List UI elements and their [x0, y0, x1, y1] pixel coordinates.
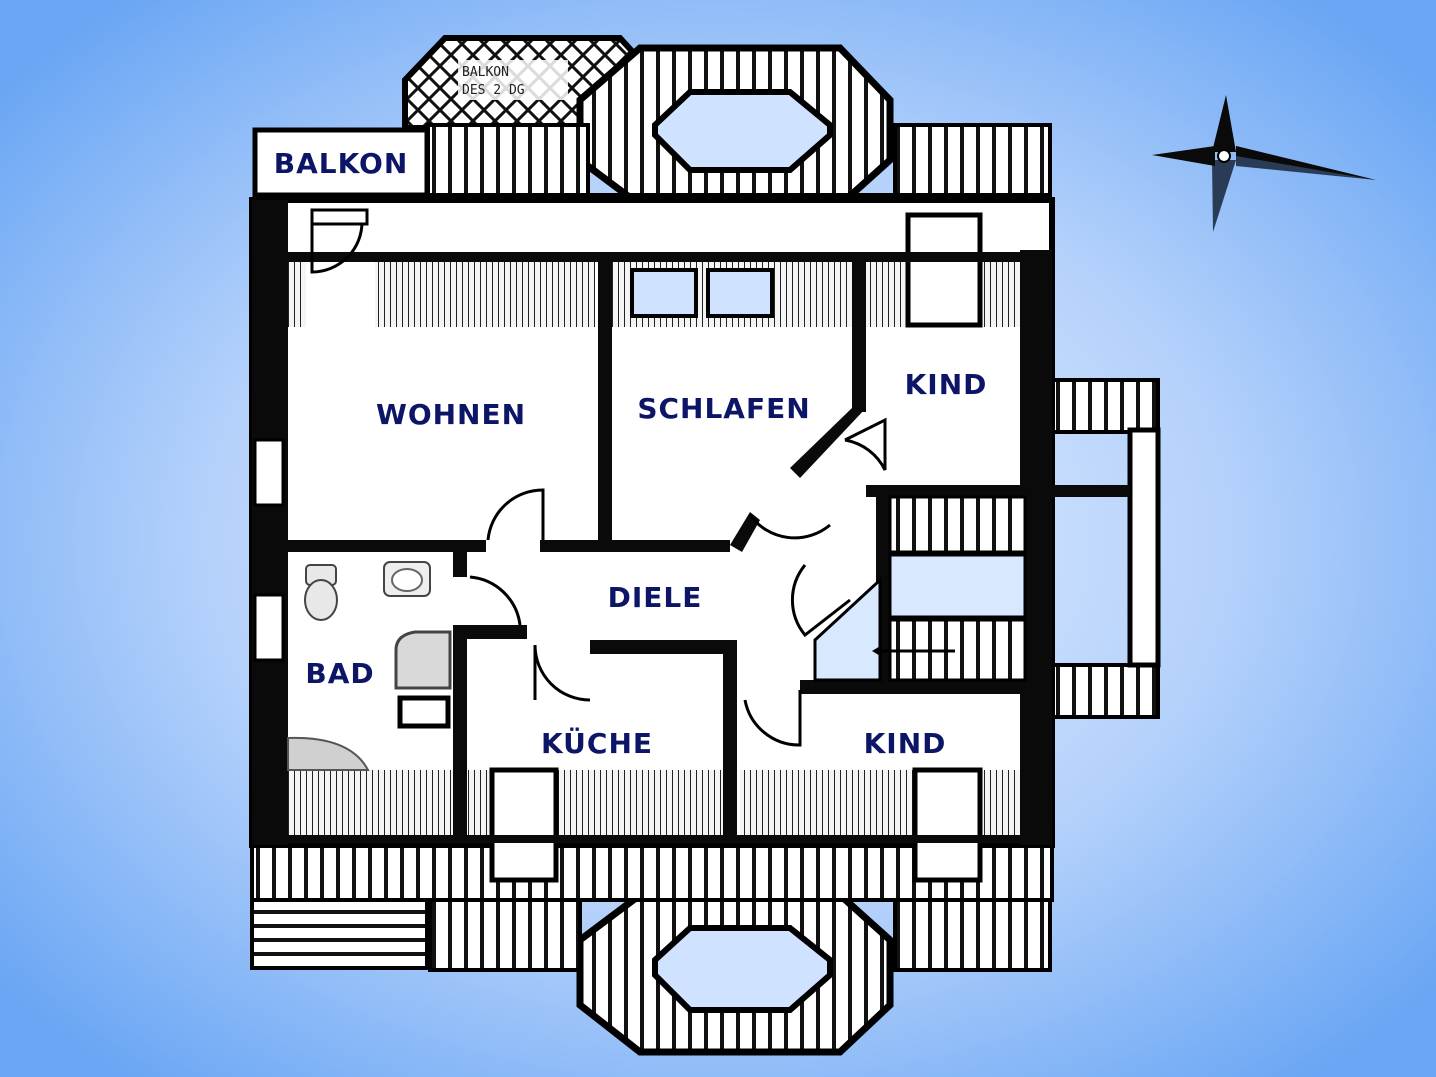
bathtub-icon — [287, 736, 370, 771]
wall-left — [252, 200, 288, 845]
room-label-diele: DIELE — [608, 581, 703, 614]
right-lower-balcony — [1048, 663, 1160, 719]
slope-bottom-bad — [288, 770, 453, 835]
room-label-kueche: KÜCHE — [541, 726, 653, 760]
left-window-2 — [253, 593, 285, 662]
roof-window-2 — [706, 268, 774, 318]
doors — [310, 208, 887, 747]
bottom-right-railing — [893, 898, 1052, 972]
interior-walls — [286, 252, 1130, 843]
slope-bottom-kind-right — [980, 770, 1020, 835]
balkon-label-box — [252, 127, 430, 198]
right-side-wall — [1127, 427, 1161, 668]
room-label-kind-bottom: KIND — [864, 727, 947, 760]
slope-top-left — [288, 262, 306, 327]
room-label-schlafen: SCHLAFEN — [637, 392, 810, 425]
bottom-left-railing — [428, 898, 582, 972]
room-label-wohnen: WOHNEN — [376, 398, 526, 431]
slope-top-wohnen — [375, 262, 595, 327]
left-window-1 — [253, 438, 285, 507]
slope-top-kind-right — [980, 262, 1020, 327]
staircase — [813, 495, 1027, 682]
shower-icon — [394, 630, 452, 690]
upper-balcony-label-1: BALKON — [462, 65, 509, 80]
roof-window-1 — [630, 268, 698, 318]
dormer-top-kind — [905, 212, 983, 328]
dormer-bottom-kind — [912, 767, 983, 883]
slope-bottom-kind — [740, 770, 915, 835]
upper-balcony-label-2: DES 2 DG — [462, 83, 525, 98]
top-bay-window — [576, 44, 894, 209]
dormer-bottom-kueche — [489, 767, 559, 883]
top-left-railing — [426, 123, 590, 197]
room-label-balkon: BALKON — [274, 147, 409, 180]
slope-top-kind — [866, 262, 908, 327]
slope-bottom-kueche-left — [468, 770, 493, 835]
compass-rose-icon — [1152, 95, 1376, 232]
bottom-left-terrace — [250, 898, 429, 970]
room-label-bad: BAD — [305, 657, 374, 690]
bathroom-fixtures — [287, 561, 452, 771]
slope-bottom-kueche — [556, 770, 724, 835]
bottom-bay-window — [576, 891, 894, 1056]
top-right-railing — [893, 123, 1052, 197]
room-label-kind-top: KIND — [905, 368, 988, 401]
right-upper-balcony — [1048, 378, 1160, 434]
